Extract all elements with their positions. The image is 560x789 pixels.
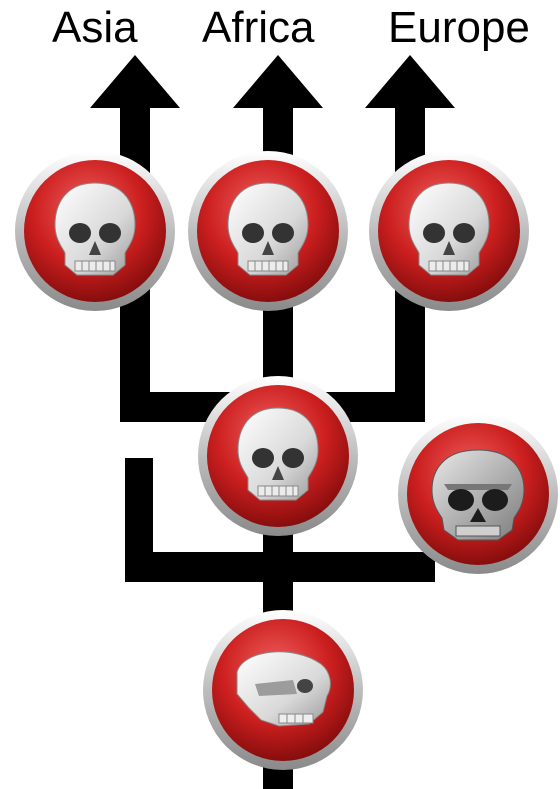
node-europe-modern-human — [369, 151, 529, 311]
modern-skull-icon — [228, 183, 308, 275]
node-asia-modern-human — [15, 151, 175, 311]
modern-skull-icon — [409, 183, 489, 275]
lower-left-branch — [125, 458, 153, 582]
archaic-skull-icon — [432, 450, 524, 540]
asia-arrowhead — [90, 55, 180, 108]
node-early-hominin-ancestor — [203, 610, 363, 770]
modern-skull-icon — [238, 408, 318, 500]
node-common-ancestor-modern-human — [198, 376, 358, 536]
modern-skull-icon — [55, 183, 135, 275]
node-africa-modern-human — [188, 151, 348, 311]
africa-arrowhead — [233, 55, 323, 108]
europe-arrowhead — [365, 55, 455, 108]
node-archaic-human — [398, 414, 558, 574]
